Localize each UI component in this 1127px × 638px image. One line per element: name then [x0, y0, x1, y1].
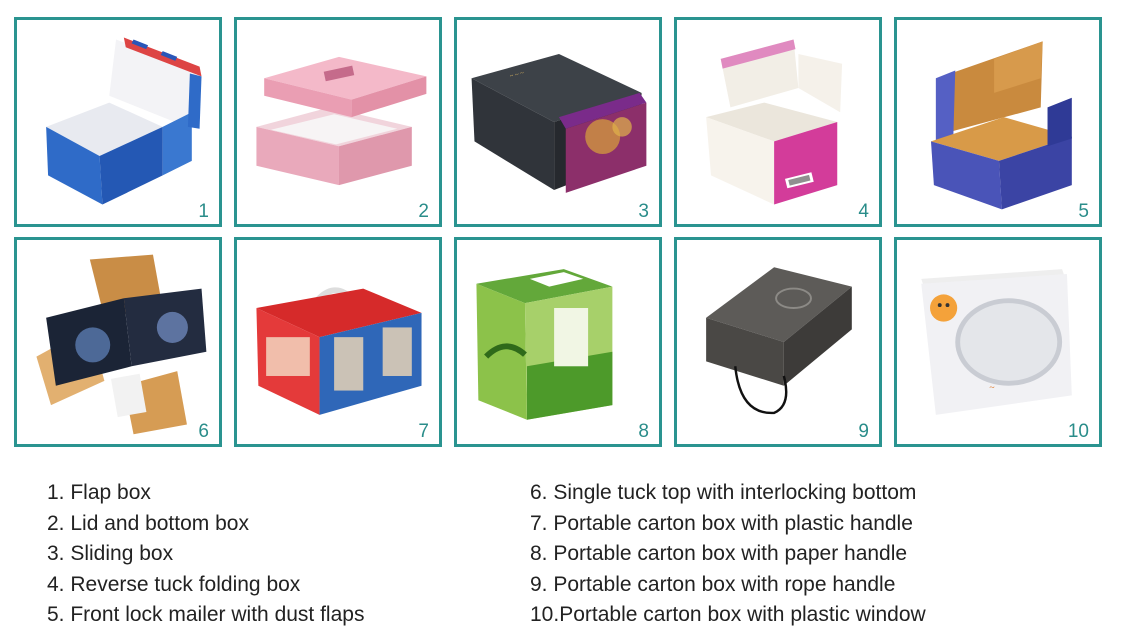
tile-number: 5 — [1078, 201, 1089, 222]
caption-item: 10.Portable carton box with plastic wind… — [530, 603, 926, 626]
svg-text:~ ~ ~: ~ ~ ~ — [509, 70, 525, 81]
front-lock-mailer-image — [930, 41, 1072, 210]
paper-handle-box-image — [476, 269, 613, 420]
tile-sliding-box: ~ ~ ~ 3 — [454, 17, 662, 227]
tile-number: 10 — [1067, 421, 1089, 442]
flap-box-image — [46, 37, 202, 205]
tile-plastic-handle-box: 7 — [234, 237, 442, 447]
tile-number: 3 — [638, 201, 649, 222]
rope-handle-box-image — [706, 267, 852, 415]
single-tuck-top-image — [36, 254, 207, 435]
caption-list-left: 1. Flap box 2. Lid and bottom box 3. Sli… — [47, 478, 364, 631]
tile-number: 7 — [418, 421, 429, 442]
caption-item: 6. Single tuck top with interlocking bot… — [530, 481, 917, 504]
tile-front-lock-mailer: 5 — [894, 17, 1102, 227]
caption-item: 7. Portable carton box with plastic hand… — [530, 511, 913, 535]
sliding-box-image: ~ ~ ~ — [471, 54, 647, 193]
caption-item: 4. Reverse tuck folding box — [47, 572, 301, 596]
tile-paper-handle-box: 8 — [454, 237, 662, 447]
caption-item: 1. Flap box — [47, 481, 151, 504]
tile-rope-handle-box: 9 — [674, 237, 882, 447]
plastic-handle-box-image — [256, 287, 422, 415]
caption-item: 5. Front lock mailer with dust flaps — [47, 603, 365, 626]
caption-item: 8. Portable carton box with paper handle — [530, 542, 908, 565]
plastic-window-box-image: ~ — [921, 269, 1072, 415]
tile-single-tuck-top: 6 — [14, 237, 222, 447]
caption-item: 9. Portable carton box with rope handle — [530, 572, 896, 596]
tile-number: 2 — [418, 201, 429, 222]
reverse-tuck-folding-box-image — [706, 39, 843, 205]
tile-lid-and-bottom-box: 2 — [234, 17, 442, 227]
tile-number: 8 — [638, 421, 649, 442]
tile-number: 1 — [198, 201, 209, 222]
caption-item: 3. Sliding box — [47, 542, 174, 565]
tile-plastic-window-box: ~ 10 — [894, 237, 1102, 447]
tile-number: 9 — [858, 421, 869, 442]
tile-number: 6 — [198, 421, 209, 442]
svg-text:~: ~ — [989, 383, 995, 394]
tile-number: 4 — [858, 201, 869, 222]
tile-flap-box: 1 — [14, 17, 222, 227]
lid-and-bottom-box-image — [256, 56, 427, 186]
tile-reverse-tuck-folding-box: 4 — [674, 17, 882, 227]
caption-item: 2. Lid and bottom box — [47, 511, 249, 535]
caption-list-right: 6. Single tuck top with interlocking bot… — [530, 478, 926, 631]
